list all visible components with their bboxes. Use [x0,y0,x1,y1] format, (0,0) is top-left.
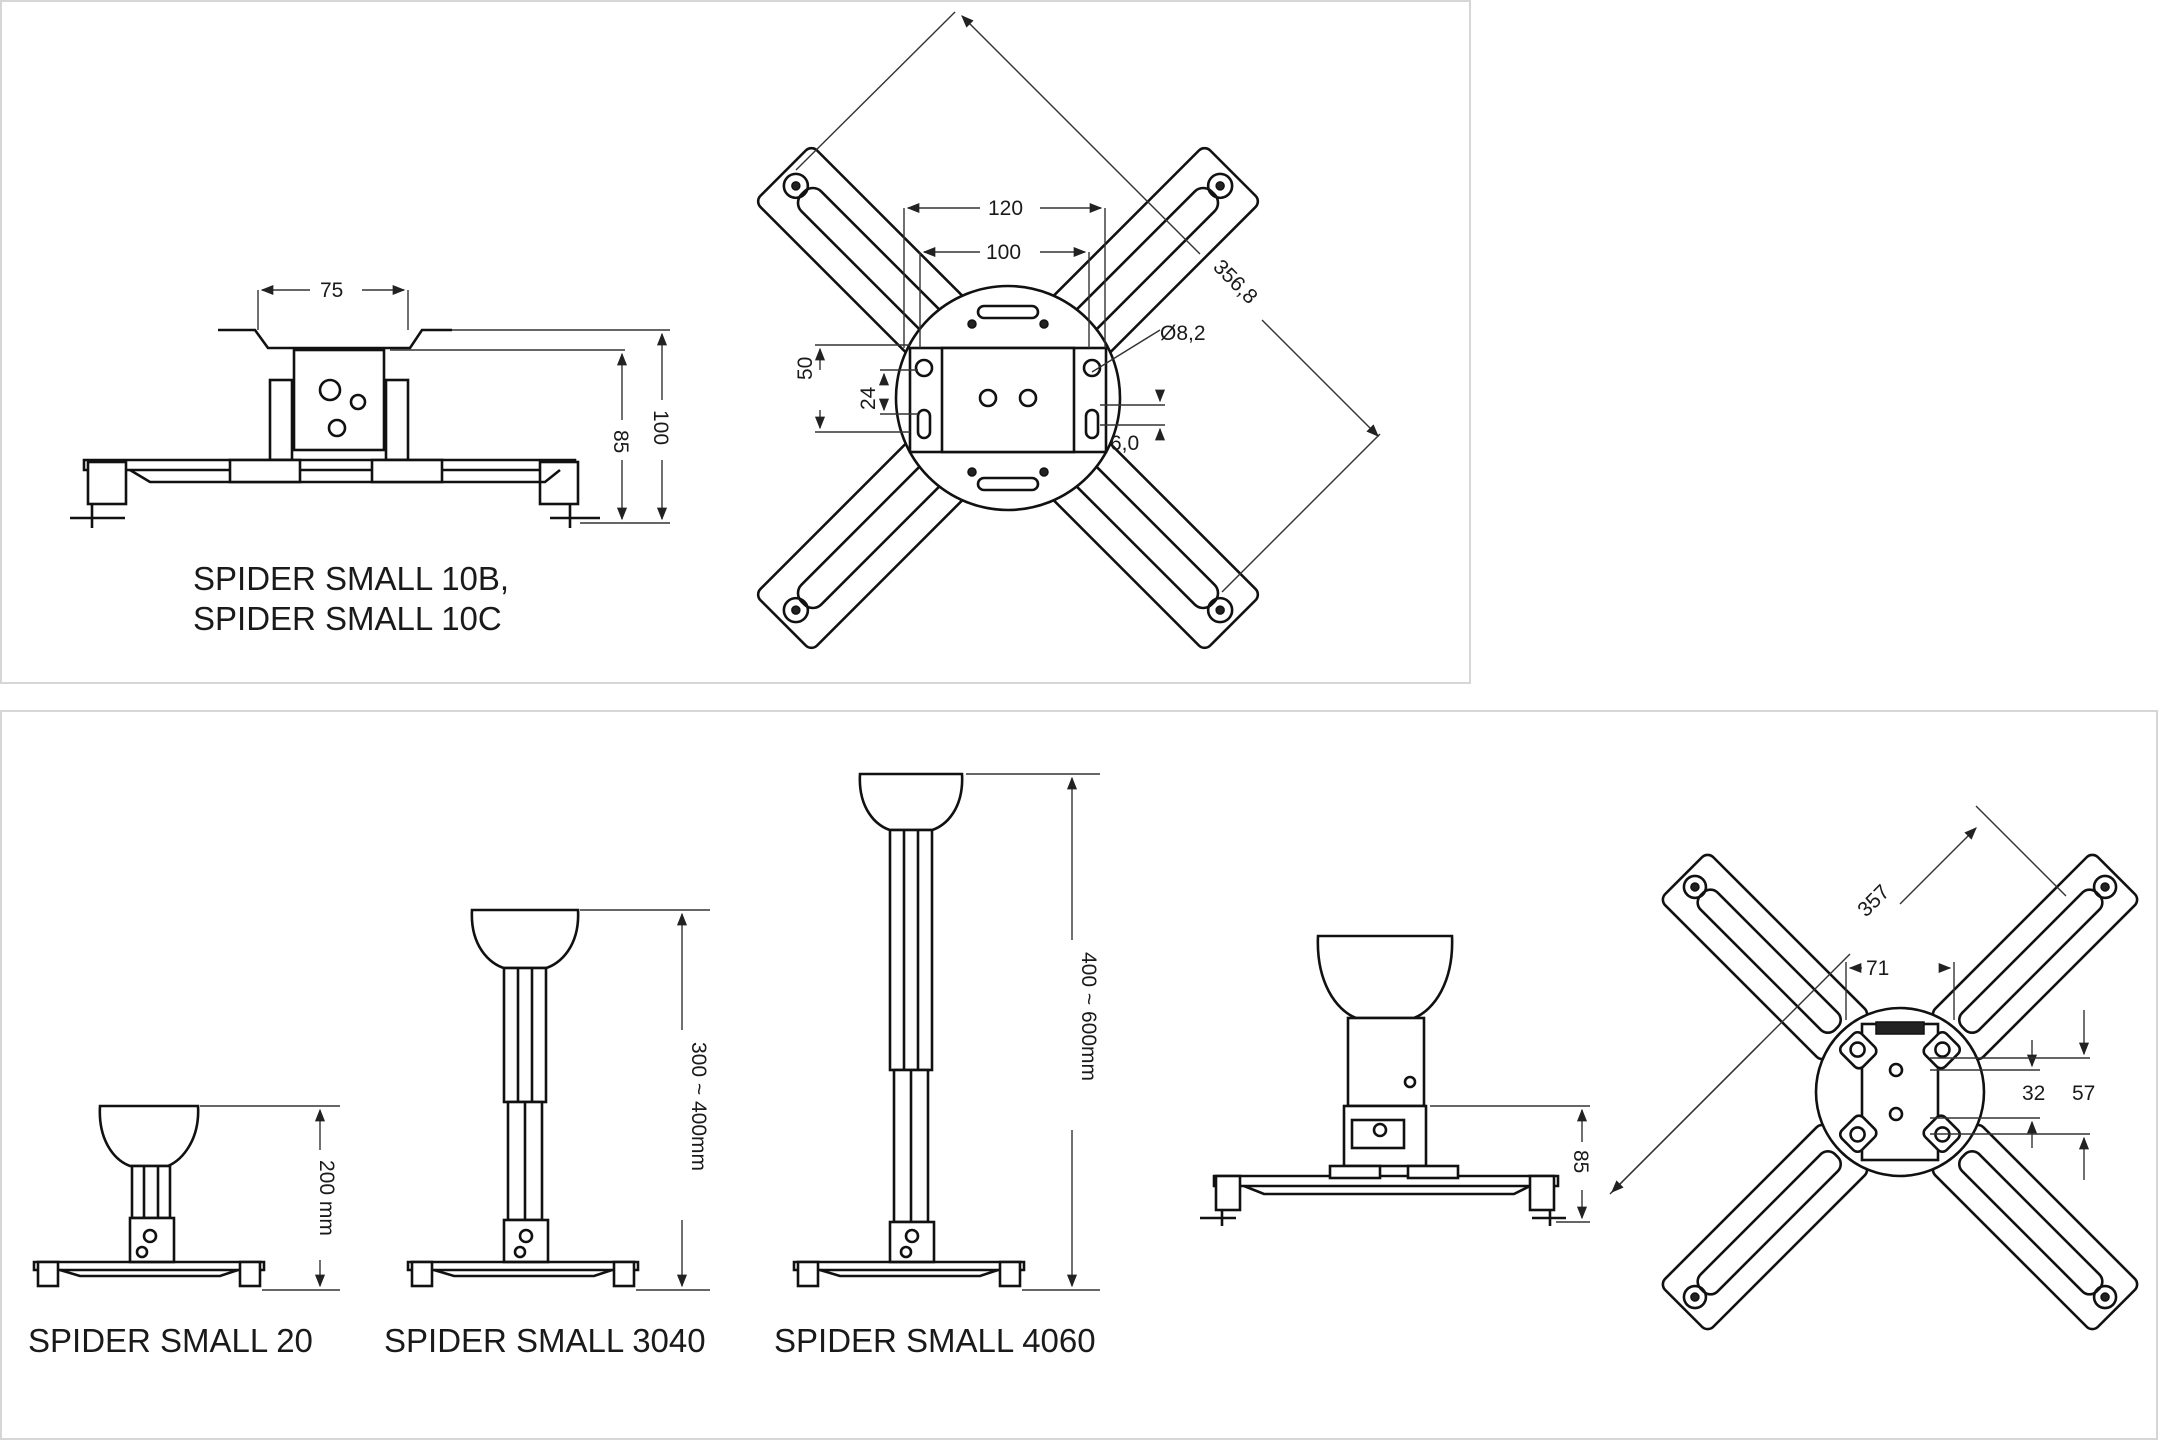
model-label-small-10c: SPIDER SMALL 10C [193,600,502,637]
bottom-top-view [1661,853,2139,1331]
dim-71: 71 [1866,957,1889,980]
cup-side-view [1200,934,1566,1226]
small-20-dimension: 200 mm [200,1105,340,1291]
side-view-small-10 [70,328,600,528]
dim-85-bottom: 85 [1569,1150,1592,1173]
small-20-drawing [32,1104,266,1288]
small-4060-dimension: 400 ~ 600mm [966,773,1100,1291]
dim-diameter: Ø8,2 [1160,322,1206,345]
dim-57: 57 [2072,1082,2095,1105]
model-label-small-10b: SPIDER SMALL 10B, [193,560,509,597]
dim-100-top: 100 [986,241,1021,264]
dim-6-0: 6,0 [1110,432,1139,455]
bottom-panel [0,710,2158,1440]
dim-85-top: 85 [609,430,632,453]
dim-300-400: 300 ~ 400mm [687,1042,710,1171]
small-4060-drawing [792,772,1026,1288]
model-label-small-3040: SPIDER SMALL 3040 [384,1322,706,1359]
small-3040-drawing [406,908,640,1288]
dim-357: 357 [1853,880,1894,921]
side-view-dimensions: 75 85 100 [257,279,672,524]
dim-50: 50 [794,357,817,380]
top-view-dimensions: 120 100 50 24 Ø8,2 6,0 356,8 [794,11,1381,593]
model-label-small-4060: SPIDER SMALL 4060 [774,1322,1096,1359]
small-3040-dimension: 300 ~ 400mm [580,909,710,1291]
dim-75: 75 [320,279,343,302]
dim-100: 100 [649,410,672,445]
dim-120: 120 [988,197,1023,220]
dim-400-600: 400 ~ 600mm [1077,952,1100,1081]
dim-24: 24 [857,386,880,410]
top-view-small-10 [756,146,1260,650]
dim-32: 32 [2022,1082,2045,1105]
dim-200: 200 mm [315,1160,338,1236]
model-label-small-20: SPIDER SMALL 20 [28,1322,313,1359]
cup-side-dimension: 85 [1430,1105,1592,1223]
dim-356-8: 356,8 [1208,255,1261,308]
bottom-top-dimensions: 357 71 32 57 [1609,805,2095,1195]
